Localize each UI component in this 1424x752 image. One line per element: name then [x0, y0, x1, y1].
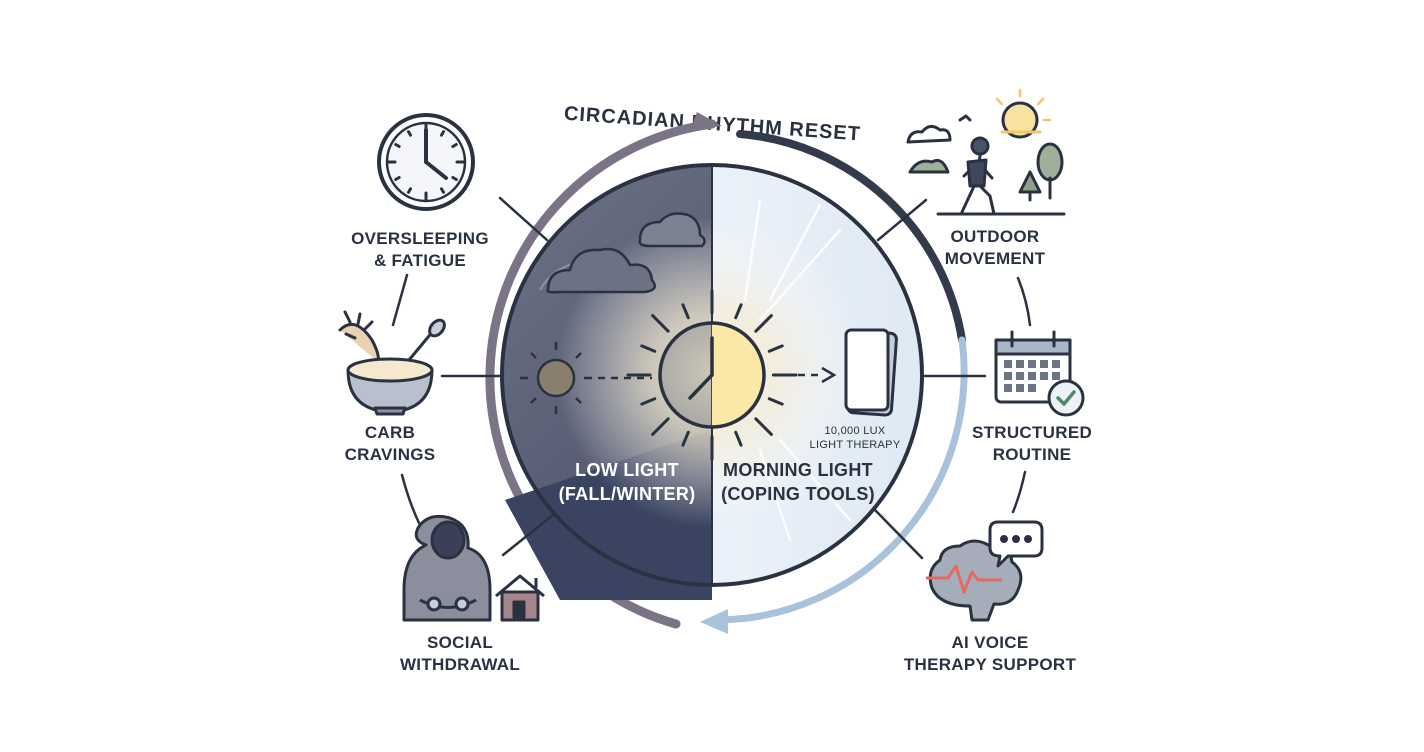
calendar-day [1004, 372, 1012, 380]
label-line: 10,000 LUX [824, 425, 886, 437]
bowl-icon [338, 310, 446, 416]
calendar-day [1052, 360, 1060, 368]
label-line: LOW LIGHT [575, 460, 679, 480]
clock-tick [394, 143, 401, 148]
clock-tick [394, 176, 401, 181]
sun-ray [681, 303, 690, 320]
sun-ray [754, 314, 773, 333]
label-outdoor-movement: OUTDOOR MOVEMENT [895, 226, 1095, 270]
label-line: OVERSLEEPING [351, 229, 489, 248]
clock-tick [451, 143, 458, 148]
sun-ray [767, 344, 784, 353]
calendar-day [1016, 384, 1024, 392]
calendar-check-icon [994, 330, 1085, 417]
calendar-day [1028, 360, 1036, 368]
label-social-withdrawal: SOCIAL WITHDRAWAL [360, 632, 560, 676]
calendar-day [1040, 360, 1048, 368]
label-line: THERAPY SUPPORT [903, 655, 1077, 674]
label-line: MORNING LIGHT [723, 460, 873, 480]
calendar-day [1016, 360, 1024, 368]
dim-sun-icon [520, 342, 592, 414]
calendar-day [1052, 372, 1060, 380]
calendar-day [1028, 372, 1036, 380]
clock-tick [440, 187, 445, 194]
house-icon [495, 574, 545, 622]
label-line: & FATIGUE [373, 251, 467, 270]
label-low-light: LOW LIGHT (FALL/WINTER) [552, 458, 702, 506]
label-line: MOVEMENT [944, 249, 1046, 268]
label-line: CARB [364, 423, 416, 442]
label-oversleeping: OVERSLEEPING & FATIGUE [320, 228, 520, 272]
label-line: ROUTINE [992, 445, 1072, 464]
hooded-person-icon [402, 514, 492, 622]
sun-ray [734, 430, 743, 447]
clock-icon [377, 113, 475, 211]
label-light-therapy: 10,000 LUX LIGHT THERAPY [800, 424, 910, 452]
label-line: AI VOICE [951, 633, 1029, 652]
sun-ray [734, 303, 743, 320]
label-line: WITHDRAWAL [399, 655, 521, 674]
calendar-day [1004, 384, 1012, 392]
label-morning-light: MORNING LIGHT (COPING TOOLS) [718, 458, 878, 506]
calendar-day [1028, 384, 1036, 392]
sun-ray [681, 430, 690, 447]
clock-tick [407, 130, 412, 137]
sun-ray [754, 417, 773, 436]
clock-tick [440, 130, 445, 137]
sun-ray [651, 314, 670, 333]
clock-tick [407, 187, 412, 194]
sun-ray [640, 344, 657, 353]
calendar-day [1004, 360, 1012, 368]
label-line: SOCIAL [426, 633, 494, 652]
calendar-day [1040, 372, 1048, 380]
clock-tick [451, 176, 458, 181]
label-ai-voice-therapy: AI VOICE THERAPY SUPPORT [875, 632, 1105, 676]
sun-ray [651, 417, 670, 436]
sun-ray [640, 397, 657, 406]
label-line: (FALL/WINTER) [558, 484, 696, 504]
cloud-icon [546, 212, 706, 294]
label-line: (COPING TOOLS) [721, 484, 875, 504]
label-carb-cravings: CARB CRAVINGS [290, 422, 490, 466]
label-structured-routine: STRUCTURED ROUTINE [932, 422, 1132, 466]
calendar-day [1016, 372, 1024, 380]
light-beams [743, 198, 852, 542]
label-line: CRAVINGS [344, 445, 436, 464]
walking-person-icon [906, 88, 1066, 216]
label-line: STRUCTURED [971, 423, 1093, 442]
light-therapy-lamp-icon [844, 328, 898, 417]
sun-ray [767, 397, 784, 406]
label-line: LIGHT THERAPY [809, 439, 901, 451]
label-line: OUTDOOR [950, 227, 1040, 246]
brain-chat-icon [926, 520, 1044, 622]
connectors [391, 196, 1032, 560]
sun-clock-icon [626, 289, 798, 461]
